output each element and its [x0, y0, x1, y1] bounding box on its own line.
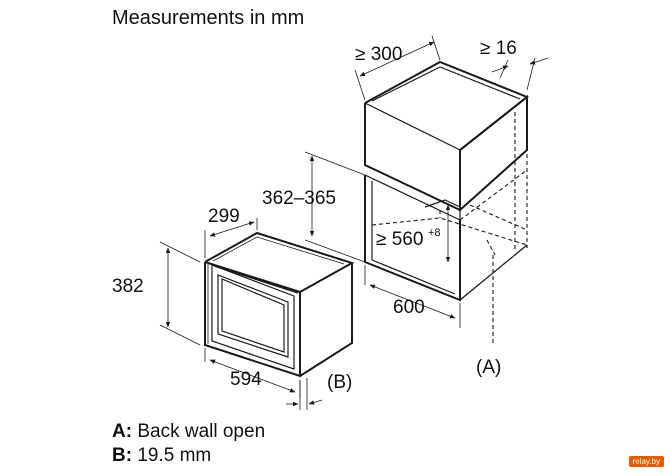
dim-cabinet-depth-label: ≥ 300 — [355, 44, 402, 65]
dim-frame-b: (B) — [286, 372, 352, 410]
marker-a: (A) — [476, 357, 501, 378]
legend-item-a: A: Back wall open — [112, 421, 265, 442]
dim-cabinet-gap: ≥ 16 — [480, 38, 549, 91]
legend: A: Back wall open B: 19.5 mm — [112, 421, 265, 466]
legend-key-a: A: — [112, 421, 132, 442]
dim-appliance-depth: 299 — [204, 206, 258, 258]
dim-niche-height-label: ≥ 560 — [376, 229, 423, 250]
dim-appliance-height: 382 — [112, 241, 201, 346]
diagram-title: Measurements in mm — [112, 7, 304, 29]
legend-text-b: 19.5 mm — [132, 445, 211, 466]
dim-niche-width-label: 600 — [393, 297, 425, 318]
marker-b: (B) — [327, 372, 352, 393]
legend-text-a: Back wall open — [132, 421, 265, 442]
dim-niche-depth-label: 362–365 — [262, 188, 336, 209]
dim-cabinet-gap-label: ≥ 16 — [480, 38, 517, 59]
dim-cabinet-depth: ≥ 300 — [354, 35, 441, 101]
dim-niche-width: 600 — [364, 265, 461, 328]
dim-appliance-height-label: 382 — [112, 276, 144, 297]
dim-niche-height-tolerance: +8 — [428, 227, 441, 239]
dim-appliance-depth-label: 299 — [208, 206, 240, 227]
dim-niche-depth: 362–365 — [262, 151, 366, 263]
cabinet-drawing — [364, 60, 529, 345]
dim-appliance-width-label: 594 — [230, 369, 262, 390]
legend-key-b: B: — [112, 445, 132, 466]
appliance-drawing — [204, 231, 355, 378]
dim-niche-height: ≥ 560 +8 — [376, 204, 451, 263]
watermark-badge: relay.by — [628, 456, 664, 467]
legend-item-b: B: 19.5 mm — [112, 445, 211, 466]
dim-appliance-width: 594 — [204, 348, 301, 398]
